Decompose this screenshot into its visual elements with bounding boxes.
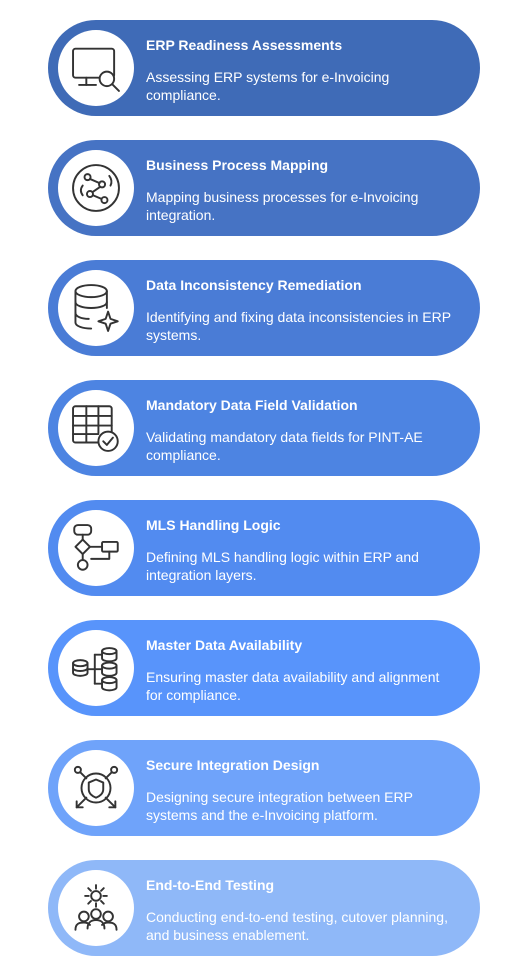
step-icon-container <box>58 30 134 106</box>
step-description: Ensuring master data availability and al… <box>146 669 440 703</box>
step-secure-integration-design: Secure Integration Design Designing secu… <box>48 740 480 836</box>
database-sparkle-icon <box>67 279 125 337</box>
step-title: Secure Integration Design <box>146 757 320 773</box>
step-title: Mandatory Data Field Validation <box>146 397 358 413</box>
step-master-data-availability: Master Data Availability Ensuring master… <box>48 620 480 716</box>
step-description: Conducting end-to-end testing, cutover p… <box>146 909 448 943</box>
step-icon-container <box>58 750 134 826</box>
step-title: Master Data Availability <box>146 637 303 653</box>
step-title: MLS Handling Logic <box>146 517 281 533</box>
step-description: Validating mandatory data fields for PIN… <box>146 429 423 463</box>
monitor-search-icon <box>67 39 125 97</box>
step-title: Data Inconsistency Remediation <box>146 277 362 293</box>
database-network-icon <box>67 639 125 697</box>
gear-team-icon <box>67 879 125 937</box>
step-data-inconsistency-remediation: Data Inconsistency Remediation Identifyi… <box>48 260 480 356</box>
step-description: Designing secure integration between ERP… <box>146 789 413 823</box>
step-icon-container <box>58 150 134 226</box>
step-title: Business Process Mapping <box>146 157 329 173</box>
steps-diagram: ERP Readiness Assessments Assessing ERP … <box>48 20 480 980</box>
step-business-process-mapping: Business Process Mapping Mapping busines… <box>48 140 480 236</box>
table-check-icon <box>67 399 125 457</box>
step-description: Identifying and fixing data inconsistenc… <box>146 309 451 343</box>
step-erp-readiness-assessments: ERP Readiness Assessments Assessing ERP … <box>48 20 480 116</box>
shield-network-icon <box>67 759 125 817</box>
step-description: Assessing ERP systems for e-Invoicing co… <box>146 69 390 103</box>
step-icon-container <box>58 270 134 346</box>
step-title: ERP Readiness Assessments <box>146 37 343 53</box>
flowchart-icon <box>67 519 125 577</box>
step-end-to-end-testing: End-to-End Testing Conducting end-to-end… <box>48 860 480 956</box>
step-icon-container <box>58 630 134 706</box>
step-description: Defining MLS handling logic within ERP a… <box>146 549 419 583</box>
step-mls-handling-logic: MLS Handling Logic Defining MLS handling… <box>48 500 480 596</box>
process-map-icon <box>67 159 125 217</box>
step-icon-container <box>58 510 134 586</box>
step-description: Mapping business processes for e-Invoici… <box>146 189 419 223</box>
step-icon-container <box>58 870 134 946</box>
step-icon-container <box>58 390 134 466</box>
step-title: End-to-End Testing <box>146 877 275 893</box>
step-mandatory-data-field-validation: Mandatory Data Field Validation Validati… <box>48 380 480 476</box>
